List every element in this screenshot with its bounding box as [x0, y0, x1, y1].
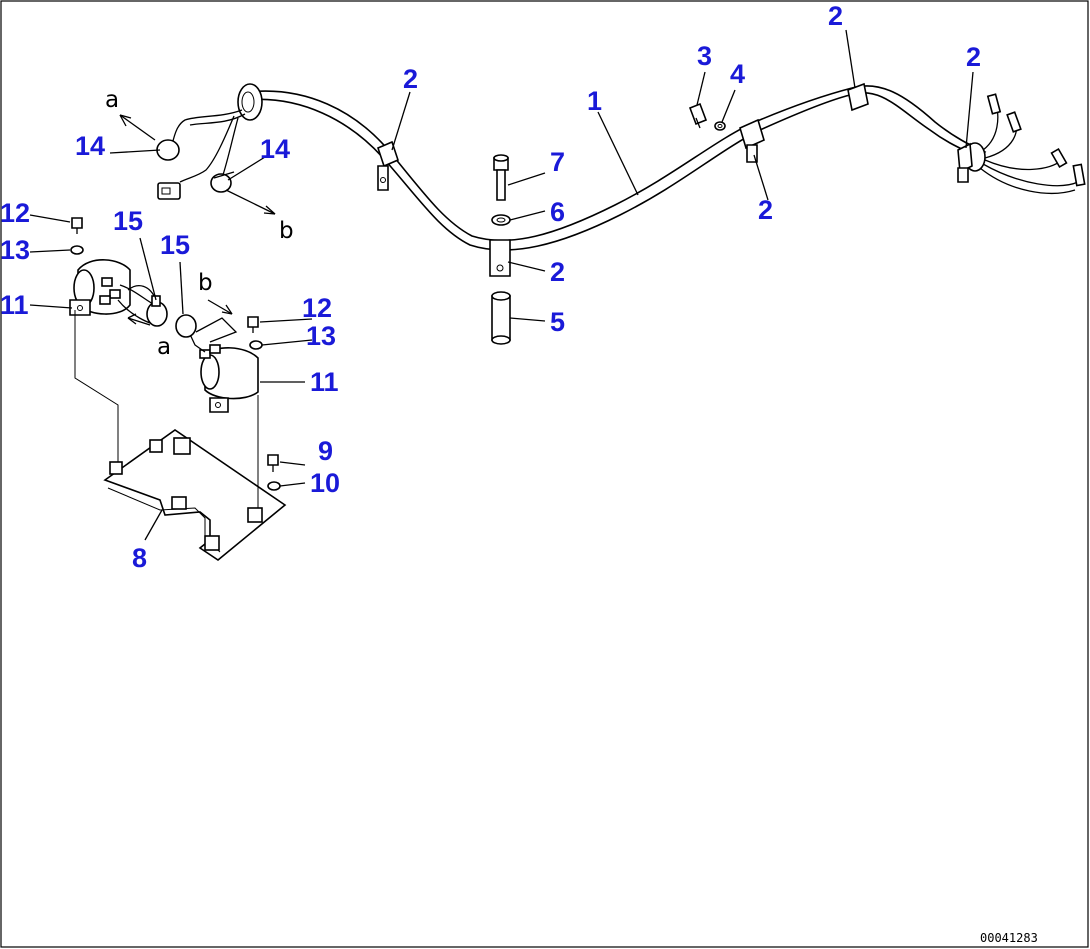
wiring-harness	[156, 83, 1086, 251]
callout-2-mid-clamp: 2	[758, 195, 773, 225]
bolt-3-washer-4	[688, 102, 726, 131]
connection-letter-a-lower: a	[157, 334, 171, 360]
callout-2-left-clamp: 2	[403, 64, 418, 94]
callout-13-left-washer: 13	[0, 235, 30, 265]
callout-2-upper-clamp: 2	[828, 1, 843, 31]
bolt-7-washer-6-spacer-5	[491, 154, 511, 345]
relay-11-right	[175, 314, 259, 413]
leader-lines	[29, 29, 974, 541]
callout-15-left-plug: 15	[113, 206, 143, 236]
callout-4: 4	[730, 59, 745, 89]
callout-6: 6	[550, 197, 565, 227]
callout-2-center-clamp: 2	[550, 257, 565, 287]
connection-letter-a-upper: a	[105, 87, 119, 113]
connection-letter-b-lower: b	[198, 270, 213, 296]
callout-3: 3	[697, 41, 712, 71]
callout-5: 5	[550, 307, 565, 337]
callout-10: 10	[310, 468, 340, 498]
callout-1: 1	[587, 86, 602, 116]
callout-15-right-plug: 15	[160, 230, 190, 260]
callout-13-right-washer: 13	[306, 321, 336, 351]
connection-letter-b-upper: b	[279, 218, 294, 244]
callout-7: 7	[550, 147, 565, 177]
callout-2-right-clamp: 2	[966, 42, 981, 72]
bracket-plate-8	[74, 310, 287, 561]
callout-11-right-relay: 11	[310, 367, 339, 397]
callout-14-left-plug: 14	[75, 131, 105, 161]
bolts-12-washers-13	[70, 217, 263, 350]
callout-14-right-plug: 14	[260, 134, 290, 164]
callout-12-right-bolt: 12	[302, 293, 332, 323]
figure-number: 00041283	[980, 931, 1038, 945]
harness-clamps	[377, 82, 973, 277]
callout-11-left-relay: 11	[0, 290, 29, 320]
relay-11-left	[69, 259, 168, 327]
bolt-9-washer-10	[267, 454, 281, 491]
callout-labels: 1 2 2 2 2 2 3 4 5 6 7 8 9 10 11 11 12 12…	[0, 1, 981, 573]
connection-letters: a a b b	[105, 87, 294, 360]
callout-12-left-bolt: 12	[0, 198, 30, 228]
callout-9: 9	[318, 436, 333, 466]
callout-8: 8	[132, 543, 147, 573]
